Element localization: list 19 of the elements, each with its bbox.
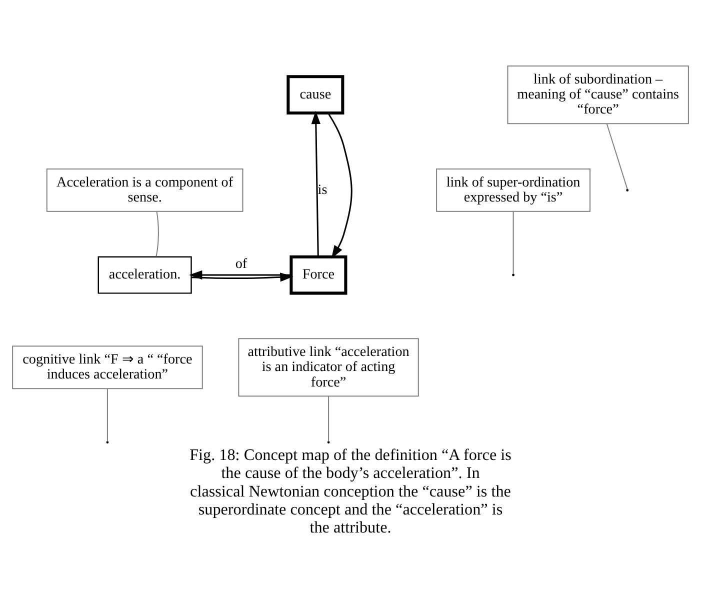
node-box: link of super-ordination expressed by “is” [436, 168, 590, 212]
connector [328, 396, 330, 441]
arrow [191, 272, 294, 282]
node-box: link of subordination – meaning of “cause” contains “force” [507, 65, 689, 124]
connector [512, 211, 514, 274]
node-box: attributive link “acceleration is an indicator of acting force” [238, 338, 419, 396]
connector [606, 122, 628, 189]
node-box: cognitive link “F ⇒ a “ “force induces acceleration” [12, 345, 203, 389]
node-box: Acceleration is a component of sense. [46, 168, 244, 212]
edge-label: is [318, 181, 328, 198]
node-box: Force [290, 254, 348, 294]
arrow [311, 110, 320, 256]
connector [156, 211, 159, 256]
node-box: cause [286, 74, 344, 114]
edge-label: of [235, 256, 248, 272]
connector [106, 388, 108, 441]
node-box: acceleration. [98, 256, 192, 294]
caption: Fig. 18: Concept map of the definition “A force is the cause of the body’s acceleration”. In classical Newtonian conception the “cause” is the superordinate concept and the “acceleration” is the attribute. [190, 446, 512, 536]
arrow [328, 112, 352, 258]
